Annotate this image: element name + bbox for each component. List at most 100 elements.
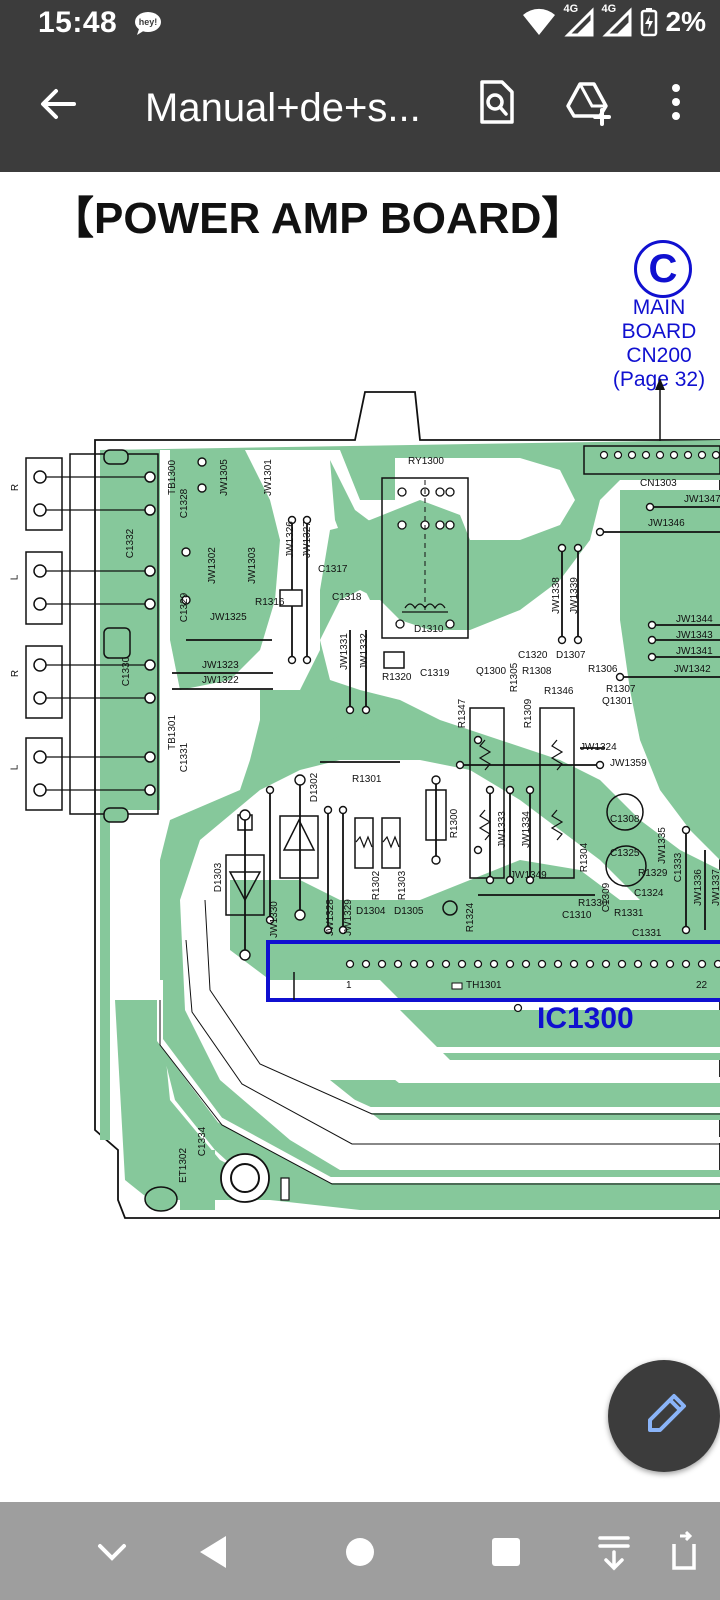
- label-jw1332: JW1332: [358, 633, 370, 670]
- connector-label-line-1: MAIN BOARD: [621, 296, 697, 343]
- label-jw1359: JW1359: [610, 758, 647, 769]
- status-bar: 15:48 hey! 4G 4G 2%: [0, 0, 720, 48]
- label-q1301: Q1301: [602, 696, 633, 707]
- label-c1331b: C1331: [632, 928, 662, 939]
- label-jw1346: JW1346: [648, 518, 685, 529]
- label-jw1322: JW1322: [202, 675, 239, 686]
- label-jw1336: JW1336: [692, 869, 704, 906]
- label-th1301: TH1301: [466, 980, 502, 991]
- label-c1329: C1329: [179, 592, 191, 623]
- pcb-diagram: [25, 378, 720, 1219]
- label-r1306: R1306: [588, 664, 618, 675]
- label-d1304: D1304: [356, 906, 386, 917]
- navigation-bar: [0, 1502, 720, 1600]
- label-r1329: R1329: [638, 868, 668, 879]
- label-c1324: C1324: [634, 888, 664, 899]
- document-page[interactable]: 【POWER AMP BOARD】 C MAIN BOARD CN200 (Pa…: [0, 172, 720, 1502]
- ic-label: IC1300: [537, 1002, 634, 1035]
- label-c1308: C1308: [610, 814, 640, 825]
- edit-button[interactable]: [608, 1360, 720, 1472]
- connector-label: MAIN BOARD CN200 (Page 32): [598, 296, 720, 392]
- rotate-icon[interactable]: [660, 1528, 708, 1576]
- ic-pin-first: 1: [346, 980, 352, 991]
- label-d1303: D1303: [213, 862, 225, 893]
- label-r1302: R1302: [371, 870, 383, 901]
- label-jw1334: JW1334: [520, 811, 532, 848]
- label-jw1328: JW1328: [324, 899, 336, 936]
- label-jw1324: JW1324: [580, 742, 617, 753]
- label-et1302: ET1302: [178, 1147, 190, 1184]
- label-d1307: D1307: [556, 650, 586, 661]
- terminal-label-r2: R: [10, 669, 22, 678]
- label-jw1325: JW1325: [210, 612, 247, 623]
- label-jw1344: JW1344: [676, 614, 713, 625]
- label-jw1335: JW1335: [656, 827, 668, 864]
- label-c1331: C1331: [179, 742, 191, 773]
- add-to-drive-icon[interactable]: [564, 78, 612, 126]
- label-jw1338: JW1338: [550, 577, 562, 614]
- label-ry1300: RY1300: [408, 456, 444, 467]
- label-jw1305: JW1305: [218, 459, 230, 496]
- find-in-page-icon[interactable]: [472, 78, 520, 126]
- page-heading: 【POWER AMP BOARD】: [50, 194, 586, 243]
- battery-percent: 2%: [665, 6, 706, 37]
- home-icon[interactable]: [336, 1528, 384, 1576]
- label-r1308: R1308: [522, 666, 552, 677]
- label-jw1333: JW1333: [496, 811, 508, 848]
- svg-text:hey!: hey!: [139, 17, 158, 27]
- status-time: 15:48: [38, 6, 118, 39]
- label-c1333: C1333: [673, 852, 685, 883]
- label-tb1301: TB1301: [167, 714, 179, 751]
- more-vert-icon[interactable]: [652, 78, 700, 126]
- connector-marker: C: [634, 240, 692, 298]
- label-jw1302: JW1302: [206, 547, 218, 584]
- notification-dropdown-icon[interactable]: [590, 1528, 638, 1576]
- label-d1305: D1305: [394, 906, 424, 917]
- label-jw1327: JW1327: [301, 521, 313, 558]
- battery-icon: [640, 8, 657, 37]
- label-jw1329: JW1329: [342, 899, 354, 936]
- label-jw1349: JW1349: [510, 870, 547, 881]
- label-r1320: R1320: [382, 672, 412, 683]
- label-jw1343: JW1343: [676, 630, 713, 641]
- label-r1309: R1309: [523, 698, 535, 729]
- connector-label-line-2: CN200: [626, 344, 692, 367]
- back-icon[interactable]: [190, 1528, 238, 1576]
- back-arrow-icon[interactable]: [36, 82, 80, 126]
- label-jw1337: JW1337: [710, 869, 720, 906]
- label-c1325: C1325: [610, 848, 640, 859]
- label-jw1331: JW1331: [338, 633, 350, 670]
- wifi-icon: [522, 8, 555, 36]
- label-r1331: R1331: [614, 908, 644, 919]
- label-r1304: R1304: [579, 842, 591, 873]
- status-icons: 4G 4G 2%: [522, 3, 706, 38]
- label-r1303: R1303: [397, 870, 409, 901]
- label-d1310: D1310: [414, 624, 444, 635]
- app-bar: Manual+de+s...: [0, 48, 720, 172]
- label-c1319: C1319: [420, 668, 450, 679]
- label-c1328: C1328: [179, 488, 191, 519]
- ic-pin-last: 22: [696, 980, 708, 991]
- label-r1300: R1300: [449, 808, 461, 839]
- chevron-down-icon[interactable]: [88, 1528, 136, 1576]
- label-r1324: R1324: [465, 902, 477, 933]
- pencil-icon: [648, 1394, 686, 1432]
- signal-icon: 4G: [564, 3, 594, 37]
- label-c1332: C1332: [125, 528, 137, 559]
- connector-label-line-3: (Page 32): [612, 368, 706, 391]
- terminal-label-r1: R: [10, 483, 22, 492]
- label-jw1323: JW1323: [202, 660, 239, 671]
- hey-icon: hey!: [135, 12, 161, 35]
- label-c1310: C1310: [562, 910, 592, 921]
- label-c1318: C1318: [332, 592, 362, 603]
- label-jw1326: JW1326: [284, 521, 296, 558]
- label-cn1303: CN1303: [640, 478, 677, 489]
- label-jw1303: JW1303: [246, 547, 258, 584]
- recents-icon[interactable]: [482, 1528, 530, 1576]
- label-tb1300: TB1300: [167, 459, 179, 496]
- label-jw1341: JW1341: [676, 646, 713, 657]
- label-r1316: R1316: [255, 597, 285, 608]
- label-jw1342: JW1342: [674, 664, 711, 675]
- label-c1320: C1320: [518, 650, 548, 661]
- terminal-label-l1: L: [9, 574, 21, 581]
